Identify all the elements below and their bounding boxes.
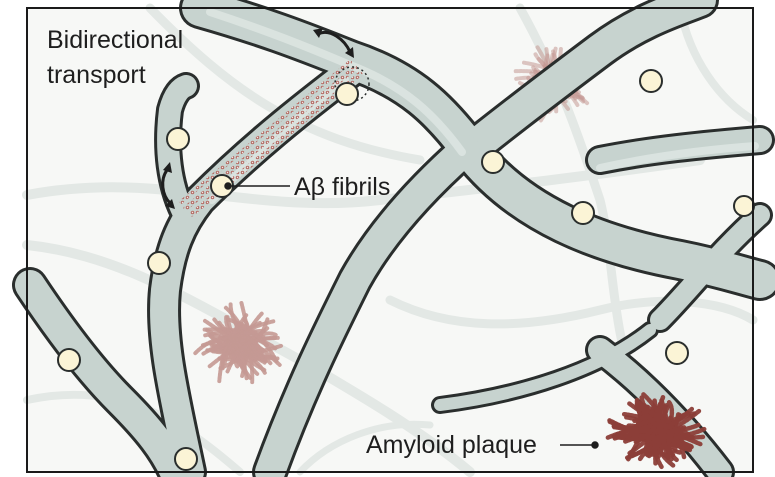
plaque-label: Amyloid plaque (366, 431, 537, 459)
fibril-strand (210, 338, 261, 352)
amyloid-plaque (605, 391, 707, 470)
frame (26, 7, 754, 473)
fibril-strand (633, 404, 668, 445)
fibril-strand (231, 321, 247, 365)
fibril-strand (221, 333, 258, 345)
vesicles (57, 69, 755, 471)
label-leader-lines (224, 182, 599, 449)
amyloid-plaque-left (192, 300, 283, 385)
bidirectional-arrow-icon (161, 28, 354, 209)
fibrils-label: Aβ fibrils (294, 173, 390, 201)
transport-label-line2: transport (47, 61, 146, 89)
transport-label-line1: Bidirectional (47, 26, 183, 54)
fibril-strand (648, 412, 664, 446)
